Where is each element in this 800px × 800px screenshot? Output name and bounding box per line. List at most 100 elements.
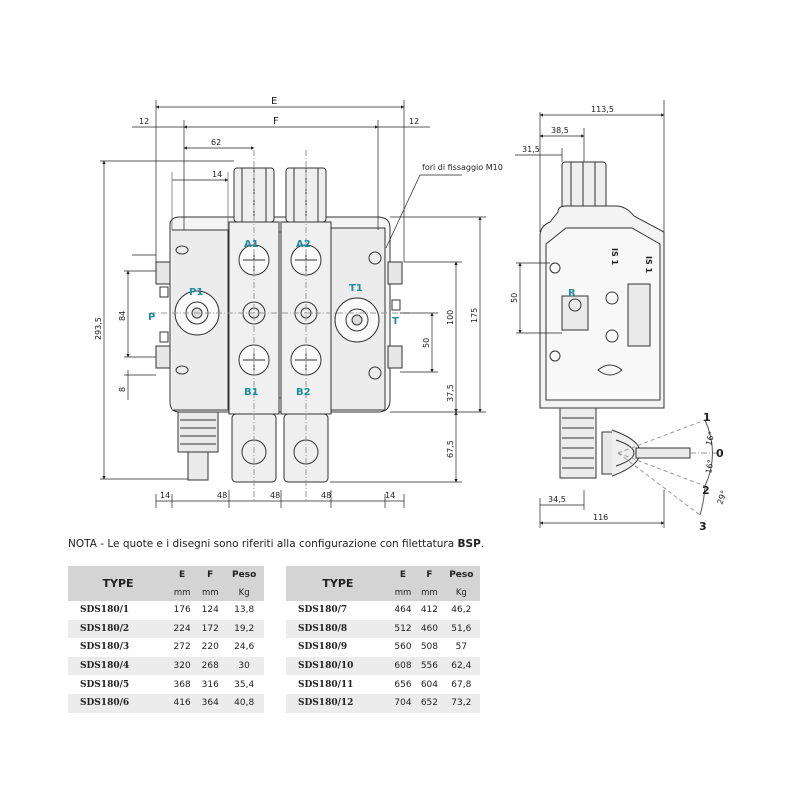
dim-100: 100 xyxy=(446,310,455,325)
dim-31-5: 31,5 xyxy=(522,145,540,154)
e-cell: 560 xyxy=(394,642,412,653)
port-a2-label: A2 xyxy=(296,239,311,250)
e-cell: 512 xyxy=(389,619,417,639)
col-type: TYPE xyxy=(286,566,390,601)
type-cell: SDS180/6 xyxy=(68,693,169,713)
col-type: TYPE xyxy=(68,566,169,601)
type-cell: SDS180/2 xyxy=(68,619,169,639)
front-dimension-lines xyxy=(100,100,486,508)
spec-table-right: TYPE E F Peso mm mm Kg SDS180/7 464 412 46,… xyxy=(286,566,480,713)
lever-position-1: 1 xyxy=(703,411,711,424)
e-cell: 368 xyxy=(173,679,191,690)
dim-48-a: 48 xyxy=(217,491,227,500)
dim-175: 175 xyxy=(470,308,479,323)
lever-position-0: 0 xyxy=(716,447,724,460)
col-weight: Peso xyxy=(442,566,480,584)
is1-label-a: IS 1 xyxy=(610,248,619,266)
e-cell: 608 xyxy=(389,656,417,676)
type-cell: SDS180/7 xyxy=(298,605,348,616)
unit-e: mm xyxy=(168,584,197,601)
kg-cell: 57 xyxy=(455,642,468,653)
dim-e: E xyxy=(271,96,277,107)
port-b1-label: B1 xyxy=(244,387,259,398)
dim-12-right: 12 xyxy=(409,117,419,126)
dim-48-b: 48 xyxy=(270,491,280,500)
e-cell: 656 xyxy=(394,679,412,690)
col-e: E xyxy=(389,566,417,584)
e-cell: 320 xyxy=(168,656,197,676)
f-cell: 652 xyxy=(416,693,443,713)
port-b2-label: B2 xyxy=(296,387,311,398)
col-f: F xyxy=(196,566,225,584)
dim-38-5: 38,5 xyxy=(551,126,569,135)
e-cell: 464 xyxy=(394,605,412,616)
port-a1-label: A1 xyxy=(244,239,259,250)
dim-14-bottom-right: 14 xyxy=(385,491,395,500)
lever-angle-16-down: 16° xyxy=(704,459,715,475)
dim-14-top: 14 xyxy=(212,170,222,179)
unit-f: mm xyxy=(416,584,443,601)
f-cell: 172 xyxy=(196,619,225,639)
note-suffix: . xyxy=(480,538,485,550)
type-cell: SDS180/1 xyxy=(80,605,130,616)
port-r-label: R xyxy=(568,288,576,299)
kg-cell: 73,2 xyxy=(442,693,480,713)
note-bsp: BSP xyxy=(457,538,481,550)
type-cell: SDS180/4 xyxy=(68,656,169,676)
f-cell: 556 xyxy=(416,656,443,676)
unit-f: mm xyxy=(196,584,225,601)
lever-position-2: 2 xyxy=(702,484,710,497)
note-text: NOTA - Le quote e i disegni sono riferit… xyxy=(68,538,458,550)
f-cell: 124 xyxy=(201,605,219,616)
f-cell: 604 xyxy=(420,679,439,690)
kg-cell: 30 xyxy=(224,656,264,676)
dim-f: F xyxy=(273,116,279,127)
port-p-label: P xyxy=(148,312,155,323)
kg-cell: 24,6 xyxy=(234,642,255,653)
e-cell: 416 xyxy=(168,693,197,713)
dim-14-bottom-left: 14 xyxy=(160,491,170,500)
col-weight: Peso xyxy=(224,566,264,584)
lever-position-3: 3 xyxy=(699,520,707,530)
f-cell: 316 xyxy=(201,679,219,690)
type-cell: SDS180/10 xyxy=(286,656,390,676)
is1-label-b: IS 1 xyxy=(644,256,653,274)
unit-e: mm xyxy=(389,584,417,601)
type-cell: SDS180/12 xyxy=(286,693,390,713)
side-dimension-lines xyxy=(515,100,665,528)
type-cell: SDS180/9 xyxy=(298,642,348,653)
kg-cell: 35,4 xyxy=(234,679,255,690)
e-cell: 272 xyxy=(173,642,191,653)
dim-50-side: 50 xyxy=(510,293,519,303)
dim-48-c: 48 xyxy=(321,491,331,500)
lever-angle-16-up: 16° xyxy=(704,430,716,446)
f-cell: 412 xyxy=(420,605,439,616)
dim-37-5: 37,5 xyxy=(446,384,455,402)
dim-116: 116 xyxy=(593,513,608,522)
kg-cell: 46,2 xyxy=(451,605,472,616)
unit-kg: Kg xyxy=(442,584,480,601)
kg-cell: 40,8 xyxy=(224,693,264,713)
unit-kg: Kg xyxy=(224,584,264,601)
dim-34-5: 34,5 xyxy=(548,495,566,504)
port-p1-label: P1 xyxy=(189,287,203,298)
col-e: E xyxy=(168,566,197,584)
type-cell: SDS180/3 xyxy=(80,642,130,653)
dim-113-5: 113,5 xyxy=(591,105,614,114)
kg-cell: 62,4 xyxy=(442,656,480,676)
dim-293-5: 293,5 xyxy=(94,317,103,340)
kg-cell: 13,8 xyxy=(234,605,255,616)
f-cell: 268 xyxy=(196,656,225,676)
col-f: F xyxy=(416,566,443,584)
front-view xyxy=(150,150,410,500)
type-cell: SDS180/11 xyxy=(298,679,354,690)
fixing-holes-callout: fori di fissaggio M10 xyxy=(422,163,503,172)
